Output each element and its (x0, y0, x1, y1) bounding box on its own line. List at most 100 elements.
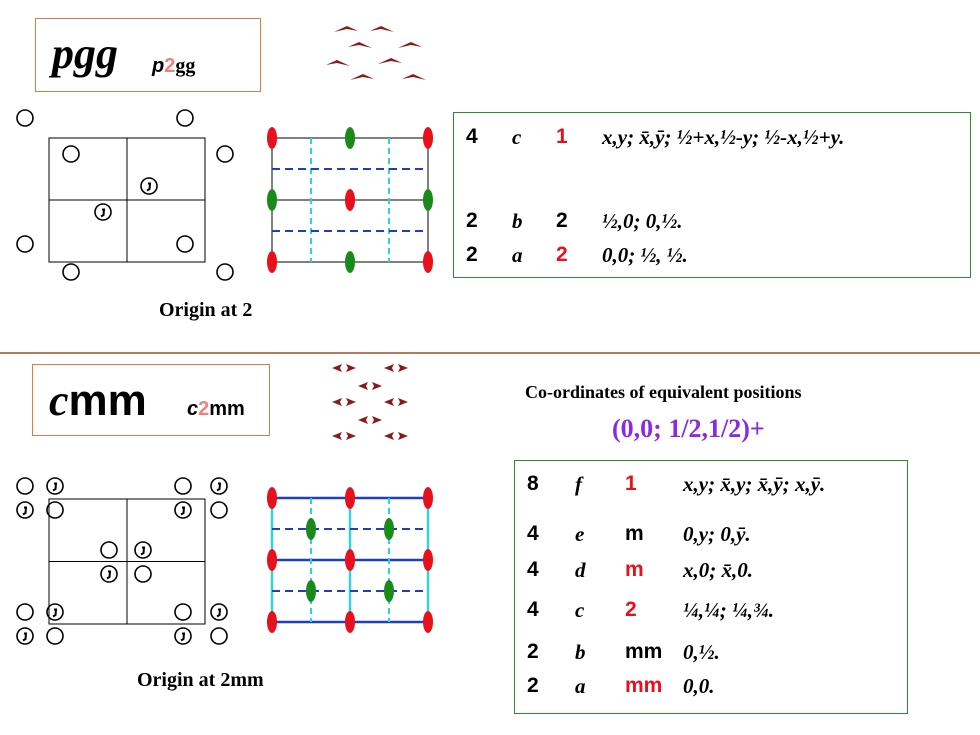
comma-circle (140, 177, 158, 195)
motif-mirror-pair (372, 382, 382, 390)
circle (210, 501, 228, 519)
cmm-origin-caption: Origin at 2mm (137, 669, 264, 691)
cmm-coordinates: x,y; x̄,y; x̄,ȳ; x,ȳ. (683, 472, 826, 496)
twofold-axis-red (423, 611, 433, 633)
pgg-full-prefix: p (152, 55, 165, 77)
circle (210, 627, 228, 645)
comma-mark (22, 506, 28, 516)
motif-mirror-pair (332, 432, 342, 440)
comma-mark (140, 546, 146, 556)
motif-mirror-pair (346, 398, 356, 406)
comma-mark (52, 608, 58, 618)
comma-mark (216, 482, 222, 492)
twofold-axis-red (267, 487, 277, 509)
comma-circle (210, 477, 228, 495)
cmm-full-rest: mm (209, 398, 245, 420)
cmm-centering: (0,0; 1/2,1/2)+ (612, 414, 765, 443)
cmm-coordinates: 0,y; 0,ȳ. (683, 522, 751, 546)
cmm-site-symmetry: m (625, 558, 644, 581)
motif-flag (326, 60, 350, 66)
circle (174, 477, 192, 495)
cmm-coords-title: Co-ordinates of equivalent positions (525, 382, 802, 402)
cmm-multiplicity: 4 (527, 558, 539, 581)
twofold-axis-red (423, 251, 433, 273)
comma-circle (16, 627, 34, 645)
cmm-coordinates: 0,½. (683, 640, 720, 664)
motif-mirror-pair (346, 432, 356, 440)
pgg-full-rest: gg (175, 55, 196, 77)
cmm-title-box: cmm c2mm (32, 364, 270, 436)
motif-mirror-pair (372, 416, 382, 424)
cmm-full-prefix: c (187, 398, 199, 420)
twofold-axis-red (267, 127, 277, 149)
circle (62, 263, 80, 281)
pgg-equivalent-positions-diagram (16, 109, 234, 281)
comma-circle (16, 501, 34, 519)
cmm-site-symmetry: mm (625, 640, 663, 663)
pgg-multiplicity: 2 (466, 209, 478, 232)
twofold-axis-green (306, 518, 316, 540)
twofold-axis-green (345, 251, 355, 273)
cmm-coordinates: x,0; x̄,0. (683, 558, 753, 582)
pgg-multiplicity: 4 (466, 125, 478, 148)
motif-flag (378, 58, 402, 64)
circle (216, 145, 234, 163)
circle (174, 603, 192, 621)
motif-mirror-pair (332, 398, 342, 406)
circle (46, 501, 64, 519)
cmm-wyckoff-row: 4 c 2 ¼,¼; ¼,¾. (515, 597, 907, 623)
comma-mark (216, 608, 222, 618)
cmm-site-symmetry: 2 (625, 598, 637, 621)
pgg-letter: b (512, 209, 523, 233)
comma-mark (106, 570, 112, 580)
motif-flag (370, 26, 394, 32)
motif-flag (398, 42, 422, 48)
twofold-axis-red (423, 127, 433, 149)
twofold-axis-green (384, 518, 394, 540)
cmm-motif-pattern (332, 364, 408, 440)
motif-mirror-pair (384, 432, 394, 440)
circle (176, 109, 194, 127)
pgg-site-symmetry: 2 (556, 209, 568, 232)
circle (216, 263, 234, 281)
pgg-coordinates: 0,0; ½, ½. (602, 243, 688, 267)
circle (16, 235, 34, 253)
comma-circle (94, 203, 112, 221)
motif-mirror-pair (358, 416, 368, 424)
cmm-letter: a (575, 674, 586, 698)
comma-mark (180, 506, 186, 516)
pgg-site-symmetry: 2 (556, 243, 568, 266)
motif-mirror-pair (384, 398, 394, 406)
cmm-multiplicity: 4 (527, 598, 539, 621)
pgg-multiplicity: 2 (466, 243, 478, 266)
pgg-symbol: pgg (52, 29, 118, 78)
motif-mirror-pair (384, 364, 394, 372)
cmm-symbol-italic: c (49, 376, 69, 425)
circle (134, 565, 152, 583)
comma-circle (46, 603, 64, 621)
circle (16, 477, 34, 495)
motif-flag (348, 42, 372, 48)
cmm-letter: d (575, 558, 586, 582)
twofold-axis-green (384, 580, 394, 602)
cmm-letter: c (575, 598, 585, 622)
cmm-coordinates: ¼,¼; ¼,¾. (683, 598, 774, 622)
comma-mark (22, 632, 28, 642)
cmm-wyckoff-row: 4 d m x,0; x̄,0. (515, 557, 907, 583)
motif-mirror-pair (398, 398, 408, 406)
circle (16, 109, 34, 127)
motif-mirror-pair (346, 364, 356, 372)
comma-circle (174, 501, 192, 519)
cmm-multiplicity: 2 (527, 640, 539, 663)
motif-flag (350, 74, 374, 80)
cmm-site-symmetry: mm (625, 674, 663, 697)
pgg-motif-pattern (326, 26, 426, 80)
twofold-axis-red (423, 487, 433, 509)
twofold-axis-red (267, 549, 277, 571)
twofold-axis-red (267, 611, 277, 633)
